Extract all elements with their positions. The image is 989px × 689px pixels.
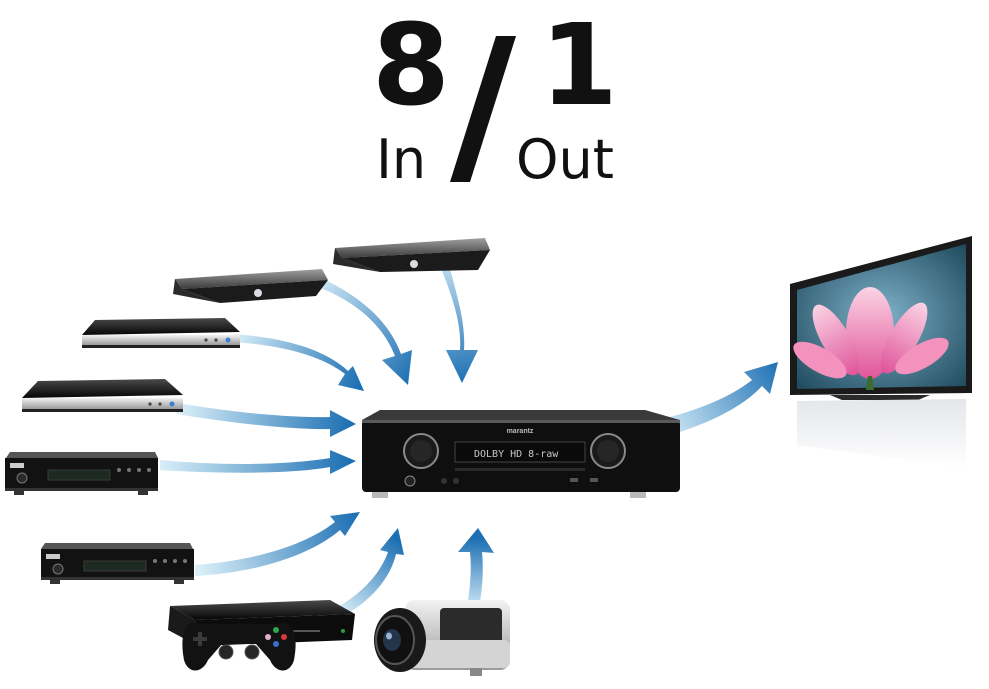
av-receiver: av-receiver-icon DOLBY HD 8-raw marantz — [362, 410, 680, 498]
media-player-2: media-player-icon — [22, 379, 183, 412]
set-top-box-1: set-top-box-icon — [333, 238, 490, 272]
gamepad-icon — [182, 622, 296, 671]
disc-player-2: disc-player-icon — [41, 543, 194, 584]
arrow-1 — [433, 248, 478, 383]
set-top-box-2: set-top-box-icon — [173, 269, 328, 303]
output-arrow — [658, 362, 778, 438]
inputs-label: In — [376, 128, 427, 191]
arrow-7 — [328, 528, 404, 620]
input-arrows — [160, 248, 494, 620]
outputs-count: 1 — [540, 1, 618, 131]
receiver-display: DOLBY HD 8-raw — [474, 449, 559, 460]
arrow-4 — [176, 403, 356, 437]
disc-player-1: disc-player-icon — [5, 452, 158, 495]
television: tv-icon — [790, 236, 972, 468]
inputs-count: 8 — [372, 1, 450, 131]
camcorder: camcorder-icon — [374, 600, 510, 676]
lotus-flower-icon — [793, 287, 949, 390]
media-player-1: media-player-icon — [82, 318, 240, 348]
arrow-3 — [232, 334, 364, 391]
receiver-brand: marantz — [507, 428, 534, 435]
slash-divider — [450, 36, 516, 182]
arrow-6 — [195, 512, 360, 576]
arrow-8 — [458, 528, 494, 612]
game-console: game-console-icon — [168, 600, 355, 671]
outputs-label: Out — [516, 128, 614, 191]
arrow-5 — [160, 450, 356, 474]
